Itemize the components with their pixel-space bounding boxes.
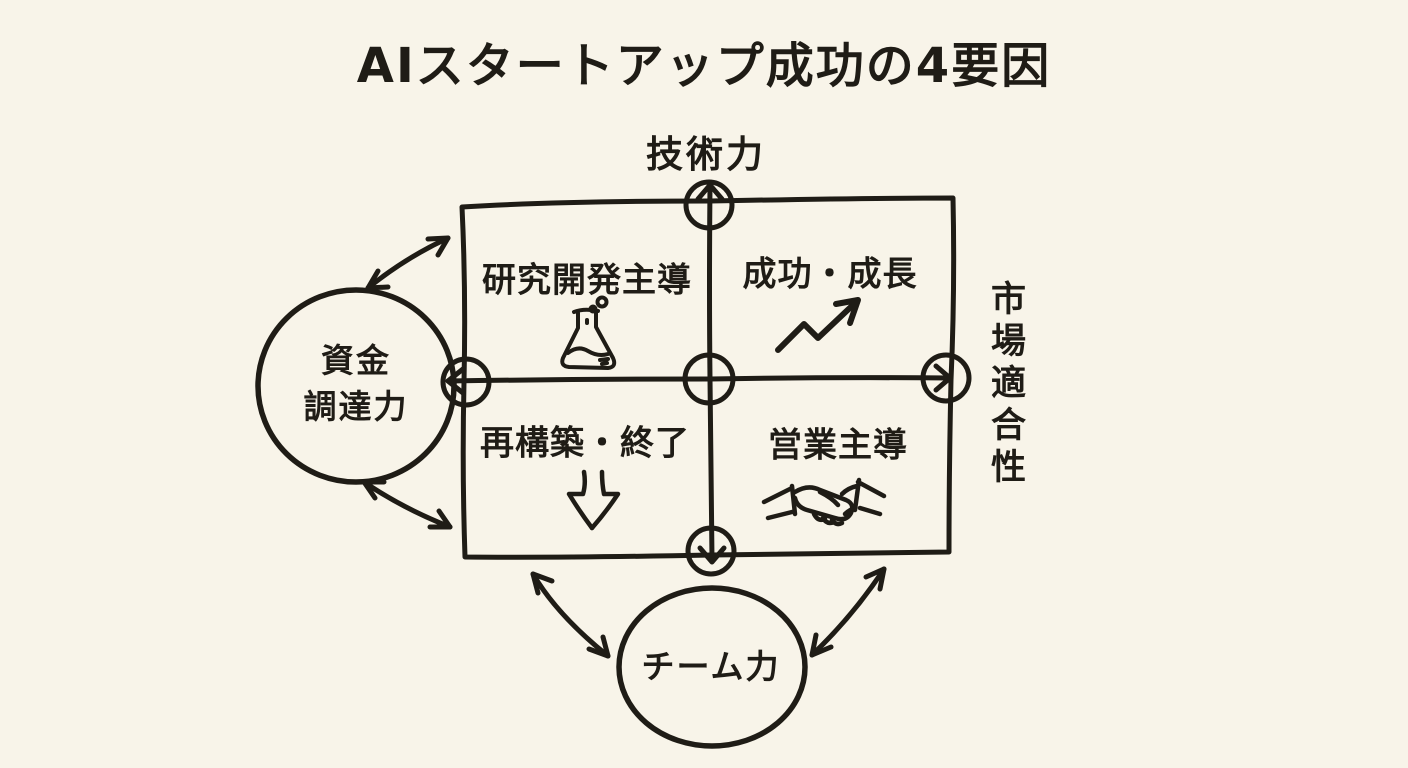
handshake-icon [761,477,887,527]
flask-icon [560,295,617,370]
axis-left-arrow-icon [445,366,466,396]
connector-team-right-icon [809,566,887,658]
horizontal-axis [440,352,972,408]
team-node-label: チーム力 [641,647,781,686]
axis-label-market-fit: 市場適合性 [985,280,1025,490]
matrix-frame [459,195,957,560]
funding-node-circle [255,287,457,485]
quadrant-label-rnd-led: 研究開発主導 [482,260,692,301]
axis-bottom-circle [685,525,737,577]
funding-node-label: 資金 調達力 [304,338,409,430]
axis-top-circle [683,179,735,231]
growth-arrow-icon [775,297,861,353]
hollow-down-arrow-icon [566,469,621,531]
axis-center-circle [682,352,736,406]
quadrant-label-success-growth: 成功・成長 [742,254,918,295]
connector-funding-bottom-icon [361,479,453,530]
axis-right-circle [920,352,972,404]
funding-node-line1: 資金 [321,340,391,380]
connector-funding-top-icon [365,235,451,291]
axis-left-circle [440,356,492,408]
axis-label-technology: 技術力 [646,133,766,176]
axis-up-arrow-icon [695,182,725,202]
funding-node-line2: 調達力 [303,387,409,426]
axis-right-arrow-icon [933,363,953,393]
quadrant-label-rebuild-exit: 再構築・終了 [480,423,690,464]
connector-team-left-icon [530,571,611,659]
team-node-circle [616,585,808,749]
axis-down-arrow-icon [697,545,727,565]
diagram-title: AIスタートアップ成功の4要因 [356,38,1052,94]
quadrant-label-sales-led: 営業主導 [768,425,908,466]
